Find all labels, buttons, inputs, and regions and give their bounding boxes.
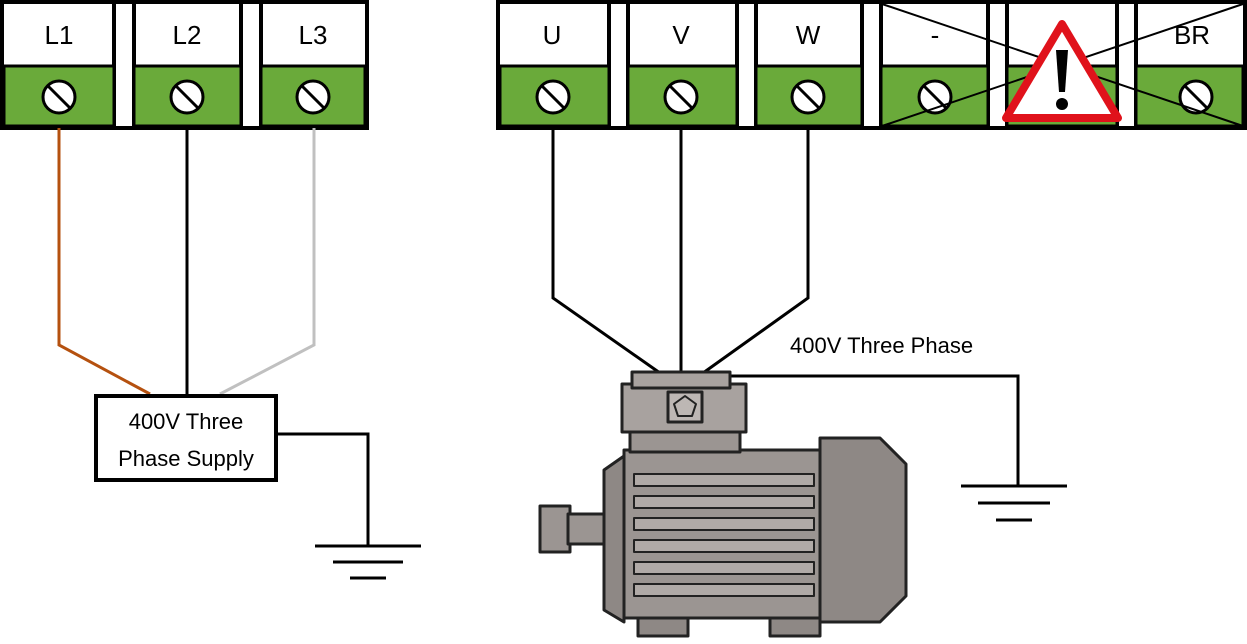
terminal-label-l3: L3 [299,20,328,50]
wire-u [551,128,661,375]
screw-icon [41,79,77,115]
screw-icon [790,79,826,115]
supply-box-line2: Phase Supply [118,446,254,471]
wire-l3 [219,128,316,396]
motor-label: 400V Three Phase [790,333,973,358]
screw-icon [169,79,205,115]
screw-icon [535,79,571,115]
ground-icon [961,484,1067,522]
screw-icon [663,79,699,115]
terminal-label-v: V [672,20,690,50]
warning-icon [1002,20,1122,122]
screw-icon [1178,79,1214,115]
screw-icon [295,79,331,115]
supply-box: 400V Three Phase Supply [94,394,278,482]
motor-wires [551,128,810,375]
supply-wires [57,128,316,396]
motor-icon [538,370,908,638]
supply-terminal-block: L1 L2 L3 [0,0,369,130]
ground-icon [315,544,421,580]
supply-box-line1: 400V Three [129,409,244,434]
terminal-label-u: U [543,20,562,50]
wire-w [702,128,810,375]
wire-l1 [57,128,151,396]
output-terminal-block: U V W - BR [496,0,1247,130]
terminal-label-l2: L2 [173,20,202,50]
terminal-label-w: W [796,20,821,50]
terminal-label-minus: - [931,20,940,50]
terminal-label-l1: L1 [45,20,74,50]
